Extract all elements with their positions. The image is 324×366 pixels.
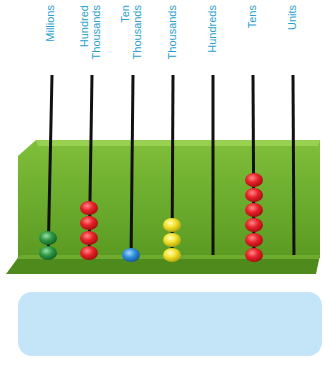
answer-box xyxy=(18,292,322,356)
bead-group xyxy=(245,173,263,262)
rod-label: Units xyxy=(287,5,299,75)
rod-label: Thousands xyxy=(167,5,179,75)
rod-label: Ten Thousands xyxy=(120,5,143,75)
bead-group xyxy=(80,201,98,260)
bead-group xyxy=(39,231,57,260)
bead-group xyxy=(163,218,181,262)
panel-highlight xyxy=(36,140,320,146)
rod-label: Hundreds xyxy=(207,5,219,75)
abacus-rods xyxy=(48,75,294,262)
bead-group xyxy=(122,248,140,262)
rod-label: Hundred Thousands xyxy=(79,5,102,75)
rod-label: Tens xyxy=(247,5,259,75)
rod-label: Millions xyxy=(45,5,57,75)
abacus-panel xyxy=(18,140,320,258)
